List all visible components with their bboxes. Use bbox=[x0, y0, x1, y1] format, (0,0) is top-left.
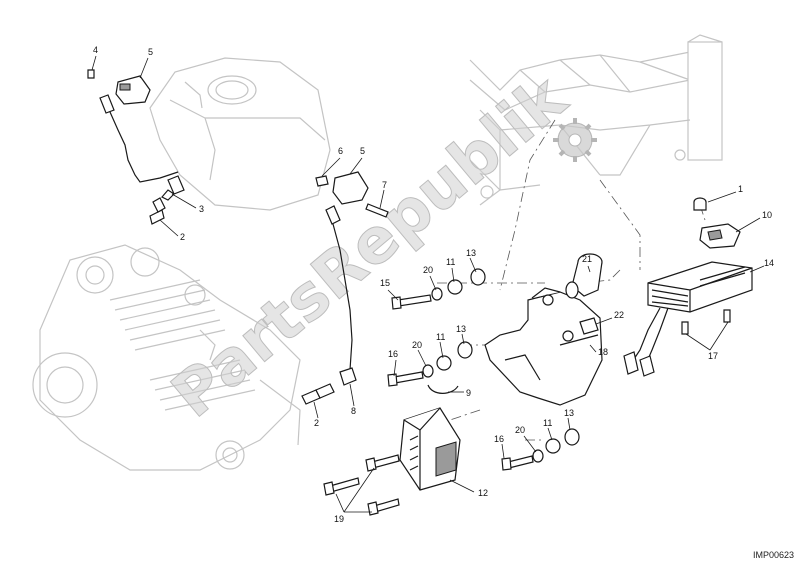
cable-connector bbox=[339, 367, 357, 386]
bolt bbox=[87, 69, 95, 79]
callout-label: 13 bbox=[564, 408, 574, 418]
rubber-bush bbox=[565, 253, 603, 299]
watermark-gear-icon bbox=[553, 118, 597, 162]
spark-plug-cap bbox=[315, 175, 329, 187]
callout-label: 2 bbox=[180, 232, 185, 242]
callout-label: 5 bbox=[148, 47, 153, 57]
cable-tie bbox=[579, 317, 599, 335]
washer bbox=[422, 364, 434, 378]
callout-labels: 4 5 3 2 6 5 7 1 10 14 21 13 11 20 15 22 … bbox=[93, 45, 774, 524]
sensor bbox=[301, 383, 335, 405]
callout-label: 11 bbox=[446, 257, 455, 267]
callout-label: 20 bbox=[515, 425, 525, 435]
rubber-mount bbox=[457, 341, 473, 359]
cable-connector bbox=[325, 205, 341, 225]
callout-label: 11 bbox=[436, 332, 445, 342]
callout-label: 20 bbox=[412, 340, 422, 350]
spacer bbox=[545, 438, 561, 454]
spacer bbox=[447, 279, 463, 295]
engine-outline bbox=[32, 244, 301, 471]
callout-label: 2 bbox=[314, 418, 319, 428]
ignition-coil bbox=[332, 171, 369, 205]
assembly-line bbox=[599, 179, 641, 270]
rubber-mount bbox=[564, 428, 580, 446]
screw bbox=[501, 455, 534, 471]
callout-label: 7 bbox=[382, 180, 387, 190]
spacer bbox=[436, 355, 452, 371]
callout-label: 20 bbox=[423, 265, 433, 275]
callout-label: 3 bbox=[199, 204, 204, 214]
callout-label: 13 bbox=[466, 248, 476, 258]
image-code: IMP00623 bbox=[752, 550, 794, 560]
ignition-coil bbox=[115, 75, 151, 105]
callout-label: 16 bbox=[388, 349, 398, 359]
callout-label: 6 bbox=[338, 146, 343, 156]
callout-label: 19 bbox=[334, 514, 344, 524]
screw bbox=[323, 477, 360, 496]
callout-label: 16 bbox=[494, 434, 504, 444]
fuel-tank-outline bbox=[149, 57, 331, 211]
screw bbox=[387, 371, 424, 387]
frame-outline bbox=[469, 34, 723, 206]
screw bbox=[365, 454, 400, 472]
callout-label: 21 bbox=[582, 254, 592, 264]
callout-label: 15 bbox=[380, 278, 390, 288]
washer bbox=[532, 449, 544, 463]
bolt bbox=[681, 321, 689, 335]
control-unit bbox=[399, 407, 461, 491]
bolt bbox=[723, 309, 731, 323]
callout-label: 12 bbox=[478, 488, 488, 498]
callout-label: 5 bbox=[360, 146, 365, 156]
relay bbox=[699, 223, 741, 249]
callout-label: 18 bbox=[598, 347, 608, 357]
cable-clamp bbox=[427, 384, 459, 394]
bolt bbox=[365, 203, 389, 218]
assembly-line bbox=[499, 119, 556, 291]
callout-label: 10 bbox=[762, 210, 772, 220]
callout-label: 22 bbox=[614, 310, 624, 320]
screw bbox=[367, 498, 400, 516]
washer bbox=[431, 287, 443, 301]
voltage-regulator bbox=[647, 261, 753, 313]
callout-label: 4 bbox=[93, 45, 98, 55]
callout-label: 8 bbox=[351, 406, 356, 416]
callout-label: 13 bbox=[456, 324, 466, 334]
callout-label: 9 bbox=[466, 388, 471, 398]
rubber-mount bbox=[470, 268, 486, 286]
callout-label: 1 bbox=[738, 184, 743, 194]
spark-plug-cap bbox=[99, 94, 115, 114]
assembly-line bbox=[449, 409, 481, 421]
mounting-bracket bbox=[484, 287, 603, 406]
callout-label: 14 bbox=[764, 258, 774, 268]
callout-label: 17 bbox=[708, 351, 718, 361]
leader-lines bbox=[91, 55, 765, 513]
callout-label: 11 bbox=[543, 418, 552, 428]
cable-connector bbox=[623, 351, 655, 377]
cable-connector bbox=[161, 175, 185, 201]
screw bbox=[391, 294, 432, 310]
sensor bbox=[149, 197, 166, 225]
rubber-cap bbox=[693, 197, 707, 211]
